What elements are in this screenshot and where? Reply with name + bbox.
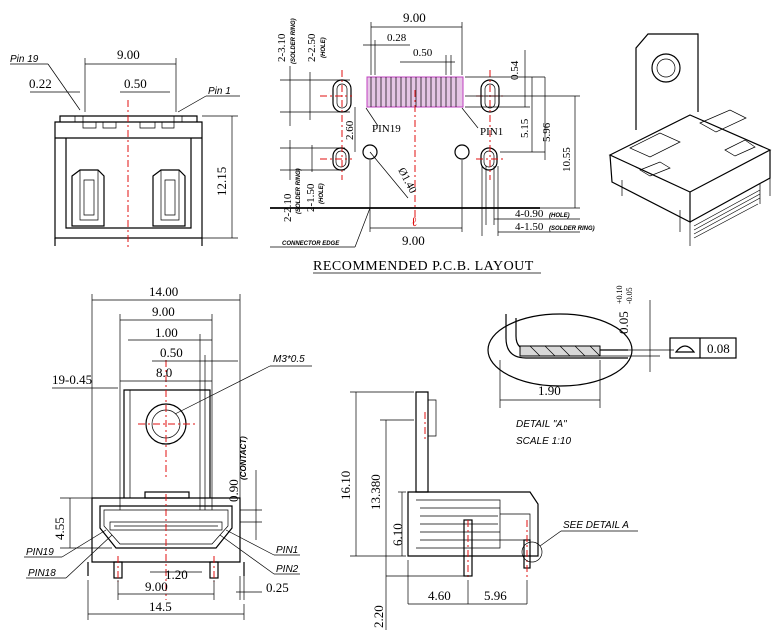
dim-1400: 14.00 — [149, 284, 178, 299]
hole-right-b: 4-1.50 — [515, 221, 544, 233]
label-pin18: PIN18 — [28, 568, 56, 579]
hole-bot-b: 2-1.50 — [305, 183, 317, 212]
centerline-mark: ℓ — [411, 214, 417, 229]
dim-top-width: 9.00 — [117, 47, 140, 62]
dim-13380: 13.380 — [368, 474, 383, 510]
dim-pitch: 0.50 — [124, 76, 147, 91]
pcb-pin1: PIN1 — [480, 126, 503, 138]
pcb-pin19: PIN19 — [372, 123, 401, 135]
dim-80: 8.0 — [156, 365, 172, 380]
dim-120: 1.20 — [165, 567, 188, 582]
detail-scale: SCALE 1:10 — [516, 436, 571, 447]
see-detail-label: SEE DETAIL A — [563, 520, 629, 531]
detail-dim-190: 1.90 — [538, 383, 561, 398]
label-pin19: Pin 19 — [10, 54, 39, 65]
detail-tol-plus: +0.10 — [615, 285, 624, 304]
hole-top-b: 2-2.50 — [306, 33, 318, 62]
hole-top-a-note: (SOLDER RING) — [291, 18, 297, 64]
dim-050: 0.50 — [160, 345, 183, 360]
contact-label: (CONTACT) — [239, 436, 248, 480]
detail-thickness: 0.05 — [616, 311, 631, 334]
hole-bot-a: 2-2.10 — [282, 193, 294, 222]
dim-025: 0.25 — [266, 580, 289, 595]
label-pin1-main: PIN1 — [276, 545, 298, 556]
hole-top-a: 2-3.10 — [276, 33, 288, 62]
flatness-frame — [669, 337, 737, 359]
pcb-dim-1055: 10.55 — [561, 147, 573, 172]
dim-1610: 16.10 — [338, 471, 353, 500]
dim-596-side: 5.96 — [484, 588, 507, 603]
dim-900: 9.00 — [152, 304, 175, 319]
flatness-value: 0.08 — [707, 341, 730, 356]
label-pin19-main: PIN19 — [26, 547, 54, 558]
dim-455: 4.55 — [52, 517, 67, 540]
hole-top-b-note: (HOLE) — [321, 37, 327, 58]
dim-pin-width: 0.22 — [29, 76, 52, 91]
side-view: 16.10 13.380 6.10 2.20 4.60 5.96 SEE DET… — [338, 391, 638, 630]
isometric-view — [608, 33, 772, 246]
detail-a: 0.05 +0.10 -0.05 0.08 1.90 DETAIL "A" SC… — [487, 285, 737, 447]
pcb-dim-900-bottom: 9.00 — [402, 233, 425, 248]
connector-shell — [91, 497, 241, 563]
pcb-dim-050: 0.50 — [413, 47, 433, 59]
dim-100: 1.00 — [155, 325, 178, 340]
detail-label: DETAIL "A" — [516, 419, 567, 430]
pcb-dim-515: 5.15 — [519, 118, 531, 138]
dim-height: 12.15 — [214, 167, 229, 196]
label-pin1: Pin 1 — [208, 86, 231, 97]
locating-hole-right — [454, 144, 470, 160]
locating-hole-left — [362, 144, 378, 160]
dim-610: 6.10 — [390, 523, 405, 546]
hole-right-b-note: (SOLDER RING) — [549, 226, 595, 232]
dim-220: 2.20 — [371, 605, 386, 628]
pcb-dim-900-top: 9.00 — [403, 10, 426, 25]
dim-145: 14.5 — [149, 599, 172, 614]
connector-edge-label: CONNECTOR EDGE — [282, 241, 340, 247]
label-pin2: PIN2 — [276, 564, 299, 575]
pcb-dim-028: 0.28 — [387, 32, 407, 44]
pcb-dim-054: 0.54 — [509, 60, 521, 80]
pcb-layout-title: RECOMMENDED P.C.B. LAYOUT — [313, 259, 534, 274]
dim-090: 0.90 — [226, 479, 241, 502]
hole-bot-b-note: (HOLE) — [319, 183, 325, 204]
dim-900-bottom: 9.00 — [145, 579, 168, 594]
thread-label: M3*0.5 — [273, 354, 305, 365]
hole-bot-a-note: (SOLDER RING) — [296, 168, 302, 214]
front-main-view: M3*0.5 14.00 9.00 1.00 0.50 8.0 19-0.45 — [24, 284, 312, 620]
pcb-dim-260: 2.60 — [344, 120, 356, 140]
dim-460: 4.60 — [428, 588, 451, 603]
front-top-view: 9.00 0.50 0.22 Pin 19 Pin 1 12.15 — [10, 47, 240, 248]
hole-right-a: 4-0.90 — [515, 208, 544, 220]
detail-tol-minus: -0.05 — [625, 287, 634, 304]
hole-right-a-note: (HOLE) — [549, 213, 570, 219]
pcb-dim-596: 5.96 — [541, 122, 553, 142]
dim-19-045: 19-0.45 — [52, 372, 92, 387]
pcb-layout: ℓ CONNECTOR EDGE 9.00 0.28 0.50 0.54 5.1… — [270, 10, 595, 274]
